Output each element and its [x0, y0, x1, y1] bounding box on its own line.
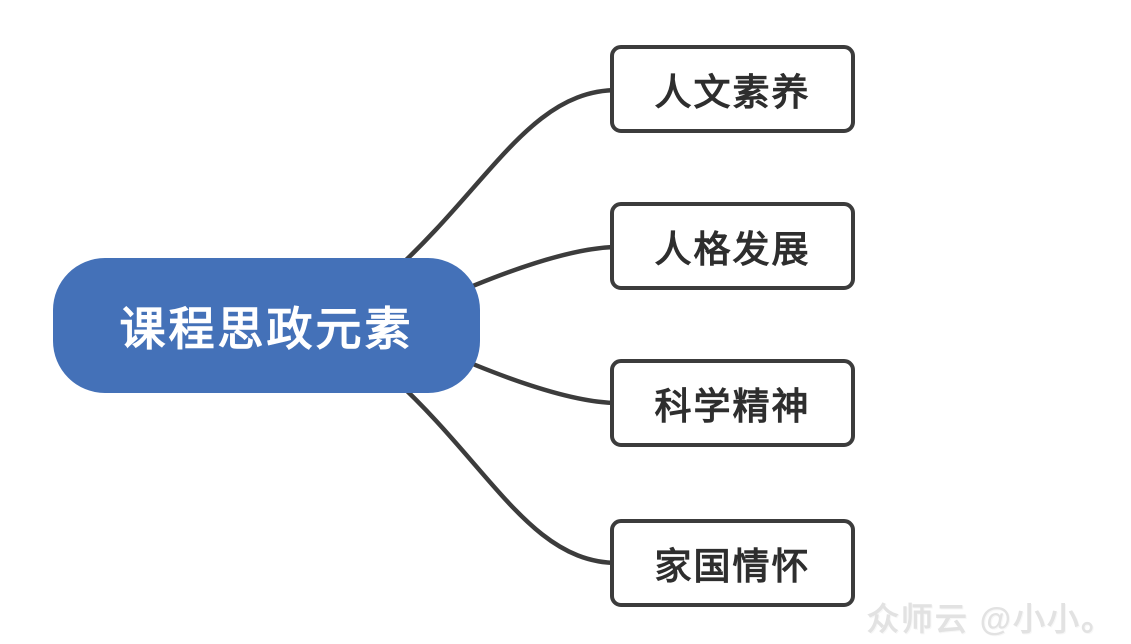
root-node: 课程思政元素: [53, 258, 480, 393]
branch-node-label: 人文素养: [654, 72, 811, 113]
branch-node-label: 科学精神: [654, 386, 811, 427]
branch-node-label: 家国情怀: [654, 546, 811, 587]
branch-node-scientific-spirit: 科学精神: [610, 359, 855, 447]
connector-line-patriotism: [387, 372, 621, 566]
branch-node-personality-development: 人格发展: [610, 202, 855, 290]
connector-line-humanistic-literacy: [387, 87, 621, 278]
branch-node-humanistic-literacy: 人文素养: [610, 45, 855, 133]
watermark: 众师云 @小小。: [866, 601, 1115, 637]
root-node-label: 课程思政元素: [119, 302, 414, 355]
branch-node-patriotism: 家国情怀: [610, 519, 855, 607]
branch-node-label: 人格发展: [654, 229, 811, 270]
